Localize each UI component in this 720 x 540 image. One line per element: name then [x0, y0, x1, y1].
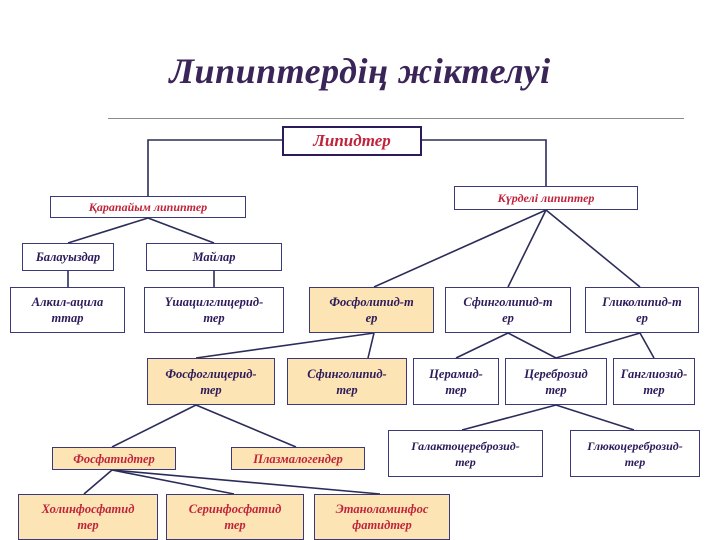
edge-cerebrosides-galacto [461, 404, 557, 431]
node-waxes: Балауыздар [22, 243, 114, 271]
title-divider [108, 118, 684, 119]
node-triacylglycerides: Үшацилглицерид- тер [144, 287, 284, 333]
node-alkyl-acyl: Алкил-ацила ттар [10, 287, 125, 333]
node-phosphoglycerides: Фосфоглицерид- тер [147, 358, 275, 405]
edge-phospholipids-phosphoglycerides [195, 332, 375, 359]
node-cerebrosides: Цереброзид тер [505, 358, 607, 405]
edge-glycolipids-gangliosides [639, 332, 655, 359]
node-lipids: Липидтер [282, 126, 422, 156]
node-gangliosides: Ганглиозид- тер [613, 358, 695, 405]
node-complex-lipids: Күрделі липиптер [454, 186, 638, 210]
edge-complex-glycolipids [545, 209, 641, 288]
edge-simple-waxes [67, 217, 149, 244]
edge-glycolipids-cerebrosides [555, 332, 641, 359]
node-galactocerebrosides: Галактоцереброзид- тер [388, 430, 543, 477]
node-sphingolipids-2: Сфинголипид- тер [287, 358, 407, 405]
edge-phosphatides-choline [83, 469, 113, 495]
node-plasmalogens: Плазмалогендер [231, 447, 365, 470]
edge-phosphatides-serine [111, 469, 235, 495]
node-simple-lipids: Қарапайым липиптер [50, 196, 246, 218]
edge-phosphoglycerides-phosphatides [111, 404, 197, 448]
edge-root-simple [147, 139, 282, 196]
edge-complex-phospholipids [373, 209, 547, 288]
edge-sphingolipids-ceramides [455, 332, 509, 359]
edge-phosphoglycerides-plasmalogens [195, 404, 297, 448]
edge-phosphatides-ethanolamine [111, 469, 381, 495]
node-glycolipids: Гликолипид-т ер [585, 287, 699, 333]
node-ceramides: Церамид- тер [413, 358, 499, 405]
node-serine-phosphatides: Серинфосфатид тер [166, 494, 304, 540]
node-glucocerebrosides: Глюкоцереброзид- тер [570, 430, 700, 477]
diagram-title: Липиптердің жіктелуі [169, 51, 551, 91]
node-sphingolipids: Сфинголипид-т ер [445, 287, 571, 333]
node-fats: Майлар [146, 243, 282, 271]
edge-sphingolipids-cerebrosides [507, 332, 557, 359]
edge-root-complex [422, 139, 547, 186]
node-phosphatides: Фосфатидтер [52, 447, 176, 470]
node-ethanolamine-phosphatides: Этаноламинфос фатидтер [314, 494, 450, 540]
edge-simple-fats [147, 217, 215, 244]
edge-phospholipids-sphingolipids2 [367, 332, 375, 359]
node-phospholipids: Фосфолипид-т ер [309, 287, 434, 333]
edge-cerebrosides-gluco [555, 404, 635, 431]
node-choline-phosphatides: Холинфосфатид тер [18, 494, 158, 540]
edge-complex-sphingolipids [507, 209, 547, 288]
